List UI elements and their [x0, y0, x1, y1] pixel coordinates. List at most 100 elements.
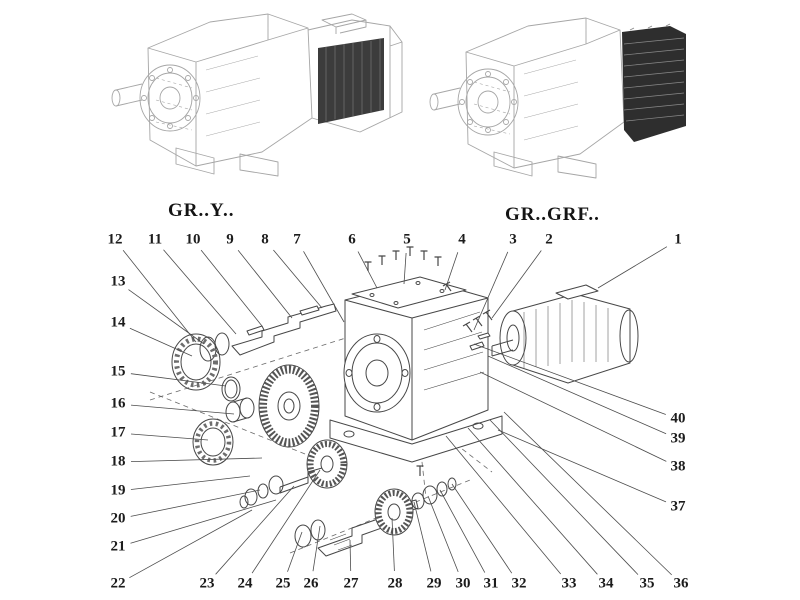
leader-3	[473, 251, 509, 331]
callout-33: 33	[561, 575, 577, 592]
callout-38: 38	[670, 458, 686, 475]
callout-11: 11	[147, 231, 163, 248]
callout-4: 4	[458, 231, 466, 248]
leader-12	[122, 249, 197, 343]
leader-23	[215, 485, 295, 575]
variant-label-gr-grf: GR..GRF..	[505, 204, 600, 225]
exploded-view	[149, 246, 639, 557]
leader-17	[130, 433, 209, 441]
leader-25	[287, 531, 303, 572]
motor-side-small-parts	[462, 309, 493, 351]
small-washers-left	[239, 475, 284, 509]
callout-32: 32	[511, 575, 527, 592]
callout-25: 25	[275, 575, 291, 592]
output-hub-right-view	[457, 68, 519, 136]
leader-18	[130, 457, 263, 462]
leader-29	[413, 501, 432, 572]
callout-30: 30	[455, 575, 471, 592]
callout-17: 17	[110, 424, 126, 441]
assembled-view-gr-y	[111, 13, 403, 177]
callout-8: 8	[261, 231, 269, 248]
input-shaft-assembly	[171, 303, 337, 423]
output-gear	[374, 488, 414, 536]
leader-11	[163, 249, 237, 335]
callout-16: 16	[110, 395, 126, 412]
leader-4	[444, 252, 459, 291]
callout-40: 40	[670, 410, 686, 427]
callout-7: 7	[293, 231, 301, 248]
leader-14	[129, 327, 193, 357]
leader-15	[130, 373, 227, 387]
leader-19	[130, 475, 251, 490]
finned-block-right-view	[622, 23, 686, 142]
callout-22: 22	[110, 575, 126, 592]
cover-bolts	[364, 246, 452, 292]
assembled-view-gr-grf	[429, 17, 686, 179]
leader-9	[237, 249, 293, 319]
leader-6	[357, 251, 378, 289]
leader-8	[273, 249, 323, 309]
leader-20	[130, 489, 261, 517]
callout-12: 12	[107, 231, 123, 248]
leader-30	[427, 495, 459, 573]
leader-lines	[122, 246, 672, 579]
lower-left-bearing	[192, 418, 234, 466]
callout-20: 20	[110, 510, 126, 527]
leader-16	[130, 404, 235, 415]
callout-34: 34	[598, 575, 614, 592]
output-hub-left-view	[139, 64, 201, 132]
callout-5: 5	[403, 231, 411, 248]
callout-27: 27	[343, 575, 359, 592]
callout-10: 10	[185, 231, 201, 248]
output-shaft-assembly	[294, 477, 457, 557]
callout-35: 35	[639, 575, 655, 592]
callout-18: 18	[110, 453, 126, 470]
callout-13: 13	[110, 273, 126, 290]
callout-2: 2	[545, 231, 553, 248]
leader-28	[391, 517, 395, 572]
leader-38	[479, 371, 667, 462]
callout-28: 28	[387, 575, 403, 592]
callout-29: 29	[426, 575, 442, 592]
leader-21	[130, 499, 277, 544]
leader-34	[467, 427, 598, 575]
callout-6: 6	[348, 231, 356, 248]
leader-27	[349, 539, 352, 572]
callout-31: 31	[483, 575, 499, 592]
callout-21: 21	[110, 538, 126, 555]
leader-40	[473, 343, 666, 415]
leader-39	[487, 355, 667, 435]
callout-26: 26	[303, 575, 319, 592]
leader-32	[451, 483, 513, 574]
leader-22	[129, 509, 253, 579]
large-helical-gear	[258, 364, 320, 448]
leader-35	[489, 419, 639, 575]
callout-37: 37	[670, 498, 686, 515]
callout-1: 1	[674, 231, 682, 248]
callout-23: 23	[199, 575, 215, 592]
callout-19: 19	[110, 482, 126, 499]
leader-1	[597, 246, 668, 289]
spacer-bushing	[225, 397, 255, 423]
motor-exploded	[491, 284, 639, 384]
callout-39: 39	[670, 430, 686, 447]
leader-37	[497, 429, 667, 503]
callout-24: 24	[237, 575, 253, 592]
leader-10	[200, 249, 263, 327]
leader-13	[128, 289, 205, 345]
gear-housing	[329, 279, 503, 476]
top-cover-and-bolts	[351, 246, 467, 309]
callout-15: 15	[110, 363, 126, 380]
leader-24	[251, 469, 321, 574]
leader-31	[439, 489, 486, 573]
leader-36	[503, 411, 672, 576]
leader-5	[403, 252, 407, 285]
callout-14: 14	[110, 314, 126, 331]
input-bearing	[171, 333, 221, 391]
callout-9: 9	[226, 231, 234, 248]
motor-left-view	[307, 13, 403, 133]
leader-26	[312, 525, 321, 572]
callout-36: 36	[673, 575, 689, 592]
